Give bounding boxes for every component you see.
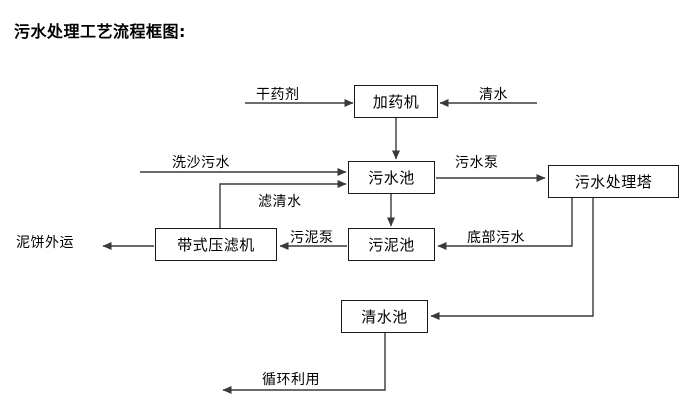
edge-label-dry-chemical: 干药剂 xyxy=(256,87,300,103)
node-sewage-pool-label: 污水池 xyxy=(368,169,415,187)
node-treatment-tower-label: 污水处理塔 xyxy=(574,173,653,191)
edge-label-filtered-water: 滤清水 xyxy=(258,194,302,210)
edge-label-recycle-reuse: 循环利用 xyxy=(262,372,320,388)
node-sludge-pool[interactable]: 污泥池 xyxy=(348,228,435,261)
node-belt-filter-press-label: 带式压滤机 xyxy=(177,236,255,254)
node-clean-water-pool-label: 清水池 xyxy=(361,308,408,326)
edge-label-clean-water: 清水 xyxy=(479,87,508,103)
node-belt-filter-press[interactable]: 带式压滤机 xyxy=(155,228,277,261)
page-title: 污水处理工艺流程框图: xyxy=(14,22,186,41)
node-treatment-tower[interactable]: 污水处理塔 xyxy=(548,165,679,198)
edge-label-bottom-sewage: 底部污水 xyxy=(467,230,525,246)
edge-clean-water-pool-to-recycle xyxy=(222,333,386,394)
node-dosing-machine-label: 加药机 xyxy=(372,93,420,111)
edge-treatment-tower-to-sludge-pool xyxy=(437,198,573,250)
edge-treatment-tower-to-clean-water-pool xyxy=(430,198,594,320)
node-dosing-machine[interactable]: 加药机 xyxy=(354,85,438,118)
edge-label-sewage-pump: 污水泵 xyxy=(455,155,499,171)
node-sewage-pool[interactable]: 污水池 xyxy=(348,161,435,194)
edge-label-sand-wash-sewage: 洗沙污水 xyxy=(172,155,230,171)
edge-filtered-water-to-sewage-pool xyxy=(219,180,347,228)
edge-label-sludge-pump: 污泥泵 xyxy=(290,230,334,246)
node-clean-water-pool[interactable]: 清水池 xyxy=(341,300,428,333)
node-sludge-pool-label: 污泥池 xyxy=(368,236,415,254)
terminal-label-mud-cake-out: 泥饼外运 xyxy=(16,235,74,251)
